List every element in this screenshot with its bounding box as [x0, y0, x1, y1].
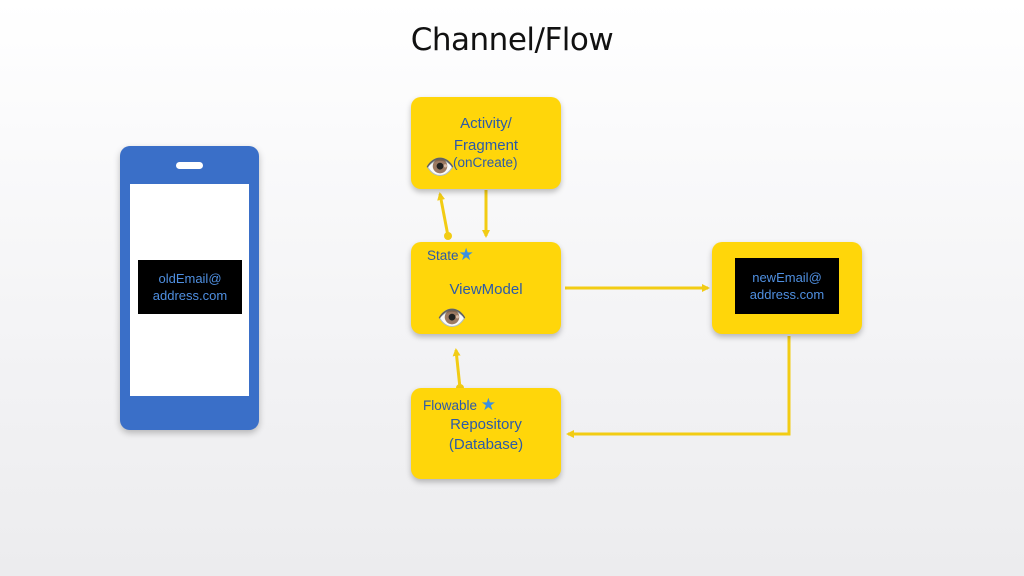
eye-icon: 👁️: [437, 305, 467, 332]
eye-icon: 👁️: [425, 154, 455, 181]
star-icon: ★: [480, 395, 497, 414]
state-label: State: [427, 248, 459, 263]
repository-label-line1: Repository: [450, 416, 522, 433]
new-email-box: newEmail@ address.com: [735, 258, 839, 314]
old-email-line2: address.com: [152, 288, 228, 303]
activity-fragment-node: Activity/ Fragment 👁️ (onCreate): [411, 97, 561, 189]
old-email-line1: oldEmail@: [158, 271, 222, 286]
repository-tag: Flowable ★: [423, 395, 496, 415]
activity-label-line1: Activity/: [460, 115, 512, 132]
old-email-box: oldEmail@ address.com: [138, 260, 242, 314]
viewmodel-label: ViewModel: [449, 281, 523, 298]
arrow-newemail-to-repository: [566, 336, 791, 438]
activity-note: (onCreate): [453, 155, 518, 170]
phone-speaker: [176, 162, 203, 169]
flowable-label: Flowable: [423, 398, 478, 413]
arrow-viewmodel-to-activity: [437, 192, 452, 240]
repository-node: Flowable ★ Repository (Database): [411, 388, 561, 479]
activity-label-line2: Fragment: [453, 137, 519, 154]
new-email-line2: address.com: [749, 287, 825, 302]
viewmodel-node: State★ ViewModel 👁️: [411, 242, 561, 334]
repository-label-line2: (Database): [448, 436, 524, 453]
new-email-node: newEmail@ address.com: [712, 242, 862, 334]
new-email-line1: newEmail@: [752, 270, 822, 285]
viewmodel-tag: State★: [427, 245, 474, 265]
arrow-repository-to-viewmodel: [452, 348, 464, 392]
star-icon: ★: [458, 245, 474, 264]
diagram-title: Channel/Flow: [410, 22, 614, 58]
phone-illustration: oldEmail@ address.com: [120, 146, 259, 430]
